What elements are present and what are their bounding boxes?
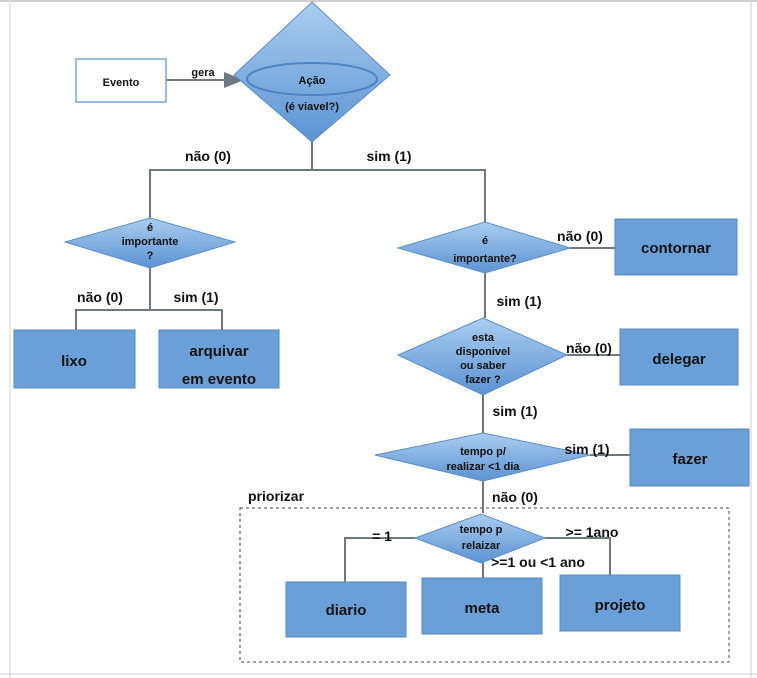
lixo-label: lixo: [61, 353, 87, 370]
projeto-box: [559, 574, 681, 632]
range-label: >=1 ou <1 ano: [491, 554, 585, 570]
left-sim-label: sim (1): [173, 289, 218, 305]
edge-left-nao: [75, 268, 151, 330]
edge-left-sim: [150, 309, 223, 330]
tempo1-line2: realizar <1 dia: [446, 461, 520, 473]
edge-acao-nao: [149, 140, 313, 218]
arquivar-box: [158, 329, 280, 389]
arquivar-line1: arquivar: [189, 343, 248, 360]
acao-diamond: [233, 1, 391, 143]
tempo-sim-label: sim (1): [564, 441, 609, 457]
acao-subtitle: (é viavel?): [285, 101, 339, 113]
lixo-box: [13, 329, 136, 389]
right-sim-label: sim (1): [496, 293, 541, 309]
disp-nao-label: não (0): [566, 340, 612, 356]
tempo1-line1: tempo p/: [460, 446, 506, 458]
eq1-label: = 1: [372, 528, 392, 544]
tempo2-line1: tempo p: [460, 524, 503, 536]
importante-right-line1: é: [482, 235, 488, 247]
importante-right-line2: importante?: [453, 253, 517, 265]
diario-label: diario: [326, 602, 367, 619]
disponivel-line1: esta: [472, 332, 495, 344]
right-nao-label: não (0): [557, 228, 603, 244]
importante-left-line3: ?: [147, 250, 154, 262]
meta-label: meta: [464, 600, 500, 617]
acao-title: Ação: [299, 75, 326, 87]
priorizar-group: [239, 507, 730, 663]
disponivel-diamond: [396, 317, 569, 396]
importante-left-line1: é: [147, 222, 153, 234]
delegar-box: [619, 328, 739, 386]
acao-nao-label: não (0): [185, 148, 231, 164]
evento-box: [75, 58, 167, 103]
delegar-label: delegar: [652, 351, 706, 368]
tempo-nao-label: não (0): [492, 489, 538, 505]
tempo2-line2: relaizar: [462, 540, 501, 552]
importante-left-line2: importante: [122, 236, 179, 248]
evento-label: Evento: [103, 77, 140, 89]
disponivel-line3: ou saber: [460, 360, 507, 372]
tempo2-diamond: [413, 513, 547, 564]
disponivel-line4: fazer ?: [465, 374, 501, 386]
tempo1-diamond: [374, 432, 591, 482]
importante-left-diamond: [63, 217, 237, 269]
edge-ge1ano: [545, 537, 611, 575]
edge-acao-sim: [312, 169, 486, 222]
gera-label: gera: [191, 67, 215, 79]
priorizar-label: priorizar: [248, 488, 305, 504]
arquivar-line2: em evento: [182, 371, 256, 388]
diario-box: [285, 581, 407, 638]
importante-right-diamond: [396, 221, 572, 274]
fazer-box: [629, 428, 750, 487]
disp-sim-label: sim (1): [492, 403, 537, 419]
disponivel-line2: disponivel: [456, 346, 510, 358]
acao-ellipse: [246, 62, 378, 96]
fazer-label: fazer: [672, 451, 707, 468]
projeto-label: projeto: [595, 597, 646, 614]
contornar-label: contornar: [641, 240, 711, 257]
left-nao-label: não (0): [77, 289, 123, 305]
ge1ano-label: >= 1ano: [566, 524, 619, 540]
edge-eq1: [344, 537, 415, 582]
contornar-box: [614, 218, 738, 276]
meta-box: [421, 577, 543, 635]
acao-sim-label: sim (1): [366, 148, 411, 164]
